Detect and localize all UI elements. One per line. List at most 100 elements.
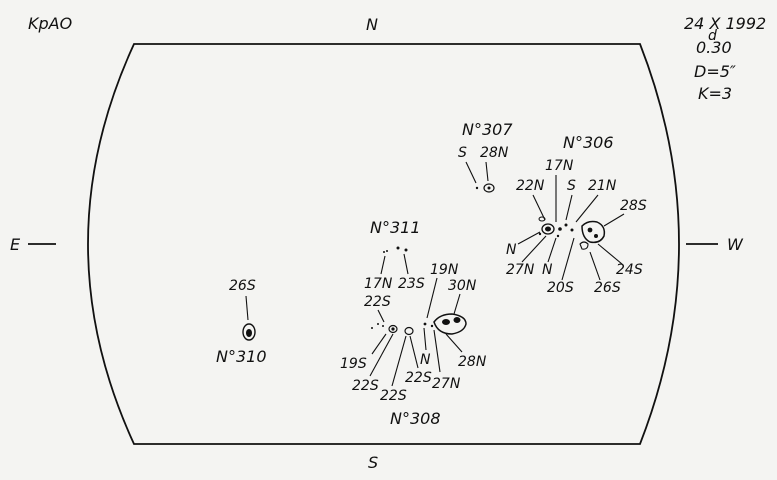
g310-spot xyxy=(242,323,256,341)
east-marker: E xyxy=(10,235,21,254)
g308-pointer-22S-a xyxy=(369,333,394,377)
g306-label-21N: 21N xyxy=(588,178,617,194)
g306-label-17N: 17N xyxy=(545,158,574,174)
g308-umbra-follower-a xyxy=(442,319,450,325)
g311-pointer-17N xyxy=(380,255,386,275)
g306-label-S: S xyxy=(567,178,576,194)
g311-spot-a xyxy=(383,251,385,253)
g306-pointer-N-center xyxy=(547,237,557,263)
g311-label-30N: 30N xyxy=(448,278,477,294)
g308-pointer-30N xyxy=(453,293,461,315)
g308-pointer-22S-c xyxy=(409,335,419,369)
group-308: 19S 22S 22S N 22S 27N 28N N°308 xyxy=(340,277,487,428)
g311-label-23S: 23S xyxy=(398,276,425,292)
g307-label-S: S xyxy=(458,145,467,161)
g308-spot-g xyxy=(430,324,434,328)
g306-label-27N: 27N xyxy=(506,262,535,278)
g308-label-22S-b: 22S xyxy=(380,388,407,404)
g306-spot-leader xyxy=(541,223,555,235)
g307-spot-small xyxy=(475,186,479,190)
g308-pointer-N xyxy=(423,327,427,351)
g306-spot-small-b xyxy=(558,227,562,231)
g308-label-22S-a: 22S xyxy=(352,378,379,394)
g307-umbra xyxy=(487,186,491,190)
g308-spot-a xyxy=(371,327,373,329)
g306-label-24S: 24S xyxy=(616,262,643,278)
g310-label-26S: 26S xyxy=(229,278,256,294)
g306-pointer-24S xyxy=(597,243,623,265)
disk-outline xyxy=(87,43,680,445)
group-306: N°306 17N 22N S 21N 28S N 27N N 20S 26S … xyxy=(506,133,647,296)
time-value: 0.30 xyxy=(696,38,732,57)
g311-label-22S: 22S xyxy=(364,294,391,310)
g308-label-N: N xyxy=(420,352,431,368)
g306-spot-small-e xyxy=(556,234,560,238)
g308-spot-c xyxy=(382,325,384,327)
g306-spot-small-a xyxy=(538,216,546,222)
g311-spot-d xyxy=(404,248,408,252)
g308-pointer-22S-b xyxy=(391,335,407,387)
g306-umbra-leader xyxy=(545,226,551,232)
west-marker: W xyxy=(727,235,744,254)
g310-title: N°310 xyxy=(216,347,267,366)
g306-spot-trailing xyxy=(579,241,589,250)
disk-diameter: D=5″ xyxy=(694,62,736,81)
g306-label-20S: 20S xyxy=(547,280,574,296)
time-superscript: d xyxy=(708,28,717,44)
observation-date: 24 X 1992 xyxy=(684,14,766,33)
g306-label-N-left: N xyxy=(506,242,517,258)
g308-label-22S-c: 22S xyxy=(405,370,432,386)
g308-umbra-d xyxy=(391,327,395,331)
g306-umbra-follower-a xyxy=(587,227,593,233)
g306-pointer-20S xyxy=(561,237,575,281)
g308-pointer-19S xyxy=(371,333,387,355)
g306-spot-follower xyxy=(581,220,606,244)
group-307: N°307 S 28N xyxy=(458,120,513,193)
g307-spot xyxy=(483,183,495,193)
g306-pointer-S xyxy=(565,194,573,221)
g306-pointer-N-left xyxy=(517,231,541,245)
observatory-code: KpAO xyxy=(28,14,72,33)
g306-pointer-21N xyxy=(575,194,599,223)
g311-pointer-23S xyxy=(403,253,409,275)
g308-spot-b xyxy=(377,323,379,325)
g307-title: N°307 xyxy=(462,120,513,139)
g308-label-19S: 19S xyxy=(340,356,367,372)
g308-label-28N: 28N xyxy=(458,354,487,370)
k-value: K=3 xyxy=(698,84,732,103)
g307-pointer-S xyxy=(465,161,477,184)
g308-pointer-27N xyxy=(433,329,441,373)
g308-label-27N: 27N xyxy=(432,376,461,392)
g306-pointer-28S xyxy=(603,213,625,227)
g308-spot-e xyxy=(404,326,414,336)
g308-umbra-follower-b xyxy=(453,317,461,323)
observation-time: 0.30 xyxy=(696,38,732,57)
g306-pointer-22N xyxy=(532,194,546,221)
g310-umbra xyxy=(246,329,252,337)
g308-spot-d xyxy=(388,324,398,334)
g307-pointer-28N xyxy=(485,161,489,182)
g306-spot-small-c xyxy=(564,223,568,227)
g311-label-17N: 17N xyxy=(364,276,393,292)
g308-spot-follower xyxy=(433,313,467,335)
g306-label-N-center: N xyxy=(542,262,553,278)
g306-label-26S: 26S xyxy=(594,280,621,296)
g307-label-28N: 28N xyxy=(480,145,509,161)
g308-pointer-19N xyxy=(426,277,438,319)
g306-spot-small-d xyxy=(570,228,574,232)
g306-spot-small-f xyxy=(538,232,542,236)
g308-title: N°308 xyxy=(390,409,441,428)
g306-title: N°306 xyxy=(563,133,614,152)
g311-spot-b xyxy=(386,250,388,252)
g306-umbra-follower-b xyxy=(594,234,598,238)
g306-pointer-27N xyxy=(521,235,547,263)
g311-label-19N: 19N xyxy=(430,262,459,278)
g311-spot-c xyxy=(396,246,400,250)
north-marker: N xyxy=(366,15,378,34)
group-311: N°311 17N 23S 22S 19N 30N xyxy=(364,218,477,310)
south-marker: S xyxy=(368,453,378,472)
group-310: 26S N°310 xyxy=(216,278,267,366)
g310-pointer xyxy=(245,295,249,321)
g311-title: N°311 xyxy=(370,218,421,237)
